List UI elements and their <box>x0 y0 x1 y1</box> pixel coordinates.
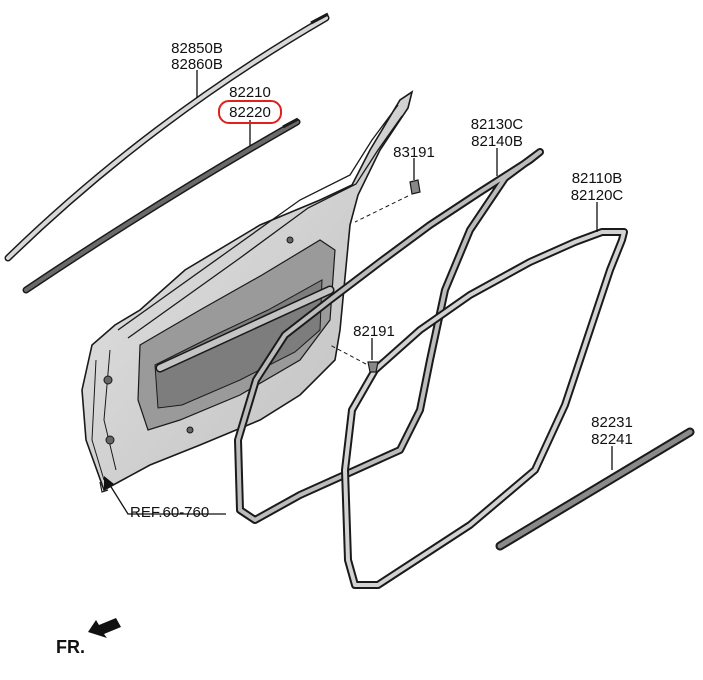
callout-82210[interactable]: 82210 82220 <box>218 84 282 124</box>
callout-text: 82210 <box>229 84 271 101</box>
callout-82110B[interactable]: 82110B 82120C <box>571 170 624 204</box>
leader-ref-arrowhead <box>104 476 114 490</box>
callout-82191[interactable]: 82191 <box>353 323 395 340</box>
leader-ref <box>107 481 226 515</box>
sill-weatherstrip[interactable] <box>495 427 695 551</box>
callout-text: 82850B <box>171 40 223 57</box>
callout-83191[interactable]: 83191 <box>393 144 435 161</box>
outer-belt-moulding[interactable] <box>4 12 330 262</box>
callout-82231[interactable]: 82231 82241 <box>591 414 633 448</box>
body-side-weatherstrip[interactable] <box>341 228 628 589</box>
callout-82130C[interactable]: 82130C 82140B <box>471 116 524 150</box>
front-indicator: FR. <box>56 618 121 657</box>
callout-text: 82191 <box>353 323 395 340</box>
door-panel[interactable] <box>81 90 414 493</box>
callout-82850B[interactable]: 82850B 82860B <box>171 40 223 73</box>
front-label: FR. <box>56 637 85 657</box>
callout-text: 82231 <box>591 414 633 431</box>
clip-83191[interactable] <box>354 179 421 223</box>
callout-text-highlighted: 82220 <box>229 104 271 121</box>
clip-82191[interactable] <box>329 344 379 373</box>
reference-label[interactable]: REF.60-760 <box>130 504 209 521</box>
callout-text: 82110B <box>572 170 623 187</box>
door-side-weatherstrip[interactable] <box>234 148 544 524</box>
callout-text: 82241 <box>591 431 633 448</box>
inner-belt-weatherstrip[interactable] <box>22 117 301 294</box>
callout-text: 82860B <box>171 56 223 73</box>
callout-text: 83191 <box>393 144 435 161</box>
callout-text: 82130C <box>471 116 524 133</box>
callout-text: 82140B <box>471 133 523 150</box>
front-arrow-icon <box>88 618 121 638</box>
callout-text: 82120C <box>571 187 624 204</box>
highlight-ring <box>218 100 282 124</box>
